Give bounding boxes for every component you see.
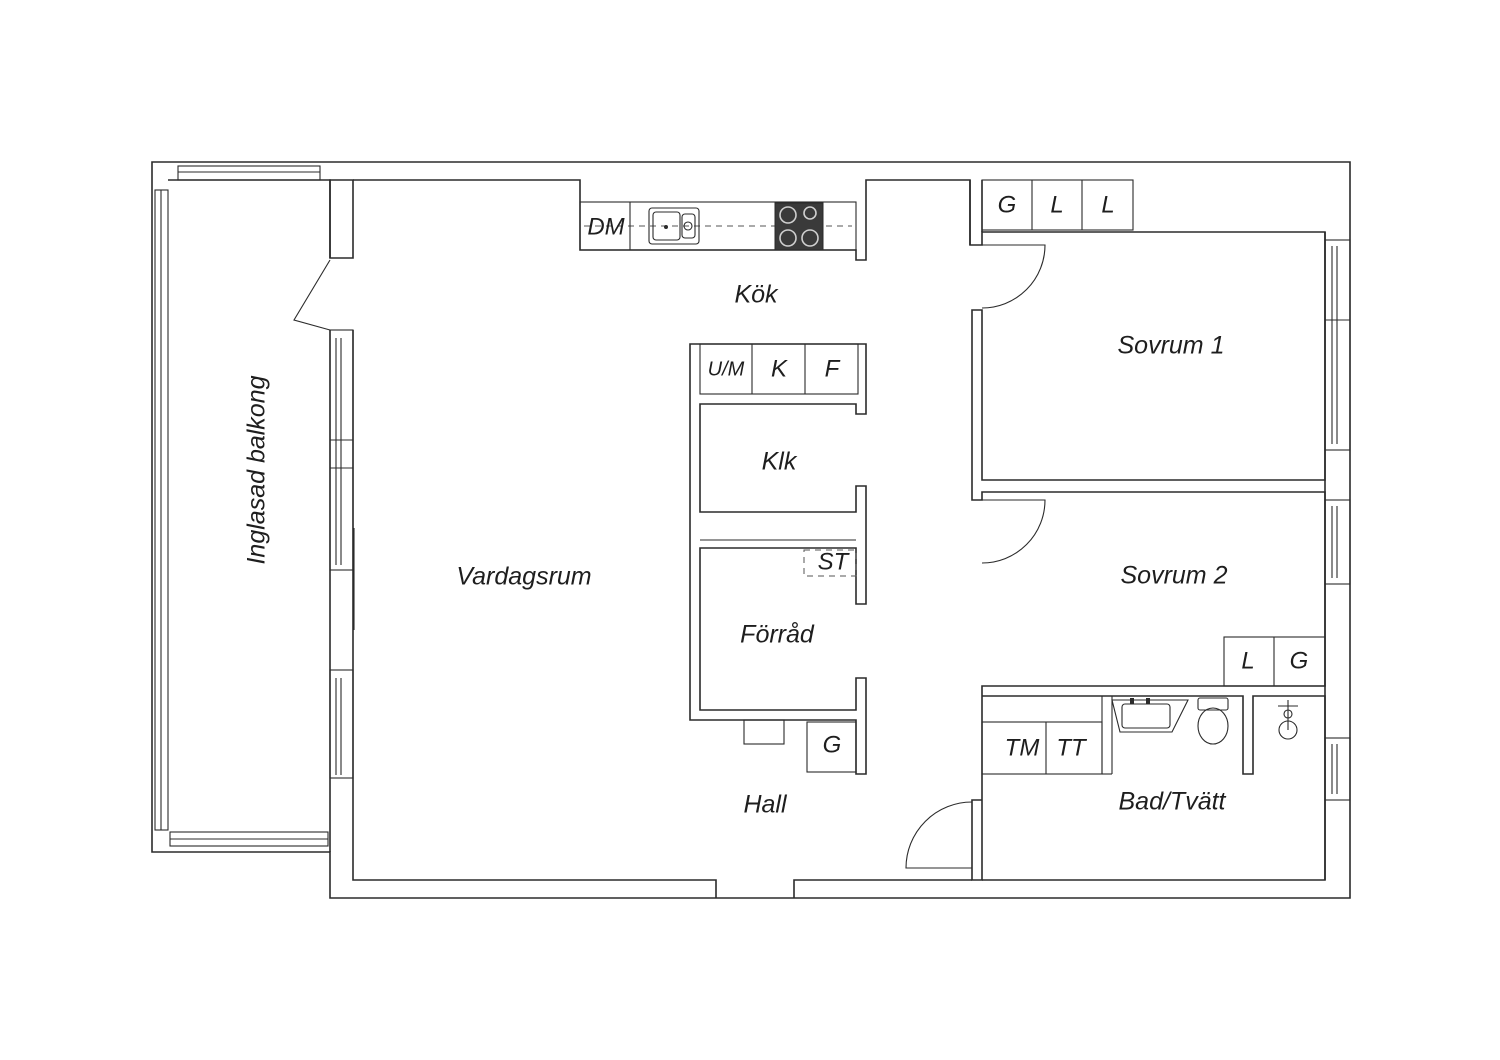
room-label-storage: Förråd xyxy=(740,621,815,649)
dishwasher-label: DM xyxy=(587,213,624,240)
room-label-bedroom-1: Sovrum 1 xyxy=(1118,332,1225,360)
room-label-hall: Hall xyxy=(743,791,788,819)
balcony xyxy=(154,165,355,852)
room-label-kitchen: Kök xyxy=(734,281,779,309)
bed1-wardrobe-2-label: L xyxy=(1050,191,1063,218)
central-core xyxy=(689,343,867,775)
washer-label: TM xyxy=(1005,734,1040,761)
bedroom-1 xyxy=(981,179,1351,451)
bed2-wardrobe-2-label: G xyxy=(1290,647,1309,674)
room-label-balcony: Inglasad balkong xyxy=(243,375,271,564)
cleaning-cabinet-label: ST xyxy=(818,548,851,575)
room-label-living: Vardagsrum xyxy=(456,563,591,591)
fridge-label: K xyxy=(771,355,788,382)
room-label-bath: Bad/Tvätt xyxy=(1119,788,1227,816)
bed2-wardrobe-1-label: L xyxy=(1241,647,1254,674)
bedroom-2 xyxy=(981,499,1351,687)
dryer-label: TT xyxy=(1056,734,1088,761)
freezer-label: F xyxy=(825,355,841,382)
kitchen-counter xyxy=(579,201,857,251)
hall-wardrobe-label: G xyxy=(823,731,842,758)
room-label-closet: Klk xyxy=(762,448,798,476)
bathroom xyxy=(905,695,1351,869)
bed1-wardrobe-1-label: G xyxy=(998,191,1017,218)
bed1-wardrobe-3-label: L xyxy=(1101,191,1114,218)
room-label-bedroom-2: Sovrum 2 xyxy=(1121,562,1228,590)
fridge-freezer-label: U/M xyxy=(708,358,745,380)
